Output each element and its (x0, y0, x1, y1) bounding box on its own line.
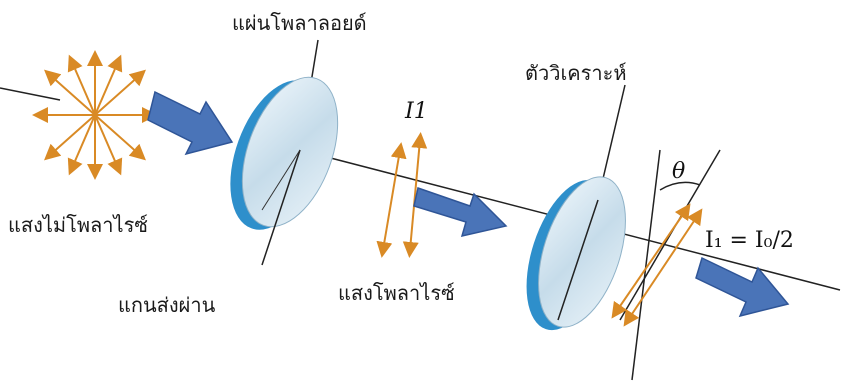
polarized-light-arrow (413, 187, 508, 238)
label-equation: I₁ = I₀/2 (705, 228, 794, 253)
label-transmission-axis: แกนส่งผ่าน (118, 293, 216, 317)
analyzer-sheet (526, 84, 721, 381)
label-polarized: แสงโพลาไรซ์ (338, 281, 455, 305)
label-theta: θ (672, 159, 685, 184)
polaroid-sheet (230, 39, 339, 266)
transmitted-light-arrow (695, 256, 790, 318)
label-polaroid: แผ่นโพลาลอยด์ (232, 11, 367, 35)
transmitted-light-arrows (611, 203, 703, 327)
label-intensity: I1 (404, 99, 428, 124)
label-unpolarized: แสงไม่โพลาไรซ์ (8, 213, 148, 237)
unpolarized-light-starburst (32, 50, 158, 180)
label-analyzer: ตัววิเคราะห์ (525, 61, 627, 85)
polarized-light-arrows (376, 132, 428, 258)
incoming-light-arrow (147, 90, 234, 156)
